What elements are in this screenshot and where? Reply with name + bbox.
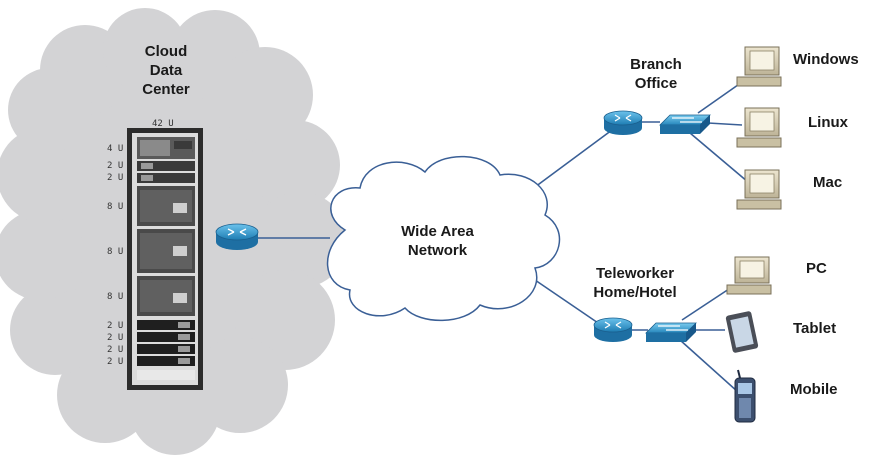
- rack-unit-labels: 4 U 2 U 2 U 8 U 8 U 8 U 2 U 2 U 2 U 2 U: [107, 144, 123, 367]
- rack-unit-label: 2 U: [107, 357, 123, 367]
- teleworker-switch-icon: [645, 322, 697, 342]
- rack-unit-label: 8 U: [107, 292, 123, 302]
- rack-size-label: 42 U: [152, 119, 174, 129]
- device-label-mobile: Mobile: [790, 381, 838, 398]
- pc-computer-icon: [726, 256, 772, 295]
- branch-office-label: Branch Office: [630, 56, 682, 92]
- wan-label: Wide Area Network: [401, 223, 474, 259]
- device-label-windows: Windows: [793, 51, 859, 68]
- link-wan-branch: [534, 129, 613, 188]
- teleworker-router-icon: [593, 317, 633, 342]
- rack-unit-label: 2 U: [107, 161, 123, 171]
- device-label-linux: Linux: [808, 114, 848, 131]
- mac-computer-icon: [736, 169, 782, 210]
- rack-unit-label: 4 U: [107, 144, 123, 154]
- link-switch-pc: [681, 284, 736, 321]
- branch-switch-icon: [659, 114, 711, 134]
- tablet-icon: [725, 311, 759, 353]
- link-switch-mac: [689, 132, 749, 183]
- rack-unit-label: 2 U: [107, 173, 123, 183]
- link-switch-mobile: [679, 339, 739, 393]
- server-rack: [127, 128, 203, 390]
- wan-cloud: [326, 155, 561, 322]
- device-label-pc: PC: [806, 260, 827, 277]
- rack-unit-label: 2 U: [107, 333, 123, 343]
- link-switch-linux: [707, 122, 743, 126]
- mobile-phone-icon: [734, 369, 756, 423]
- windows-computer-icon: [736, 46, 782, 87]
- data-center-router-icon: [215, 223, 259, 250]
- device-label-tablet: Tablet: [793, 320, 837, 337]
- teleworker-label: Teleworker Home/Hotel: [593, 265, 677, 301]
- branch-router-icon: [603, 110, 643, 135]
- device-label-mac: Mac: [813, 174, 843, 191]
- rack-unit-label: 8 U: [107, 247, 123, 257]
- network-links: [258, 79, 749, 393]
- rack-unit-label: 8 U: [107, 202, 123, 212]
- data-center-title: Cloud Data Center: [142, 43, 190, 98]
- rack-unit-label: 2 U: [107, 321, 123, 331]
- linux-computer-icon: [736, 107, 782, 148]
- link-wan-teleworker: [534, 279, 605, 328]
- rack-unit-label: 2 U: [107, 345, 123, 355]
